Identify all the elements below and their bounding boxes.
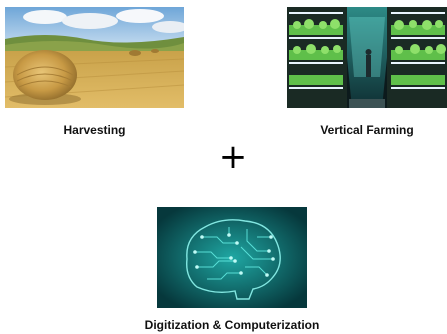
vertical-farming-image	[287, 7, 447, 108]
vertical-farming-caption: Vertical Farming	[320, 123, 414, 137]
harvesting-image	[5, 7, 184, 108]
digitization-caption: Digitization & Computerization	[144, 318, 320, 332]
plus-operator: +	[218, 137, 248, 177]
harvesting-caption: Harvesting	[63, 123, 126, 137]
digitization-image	[157, 207, 307, 308]
